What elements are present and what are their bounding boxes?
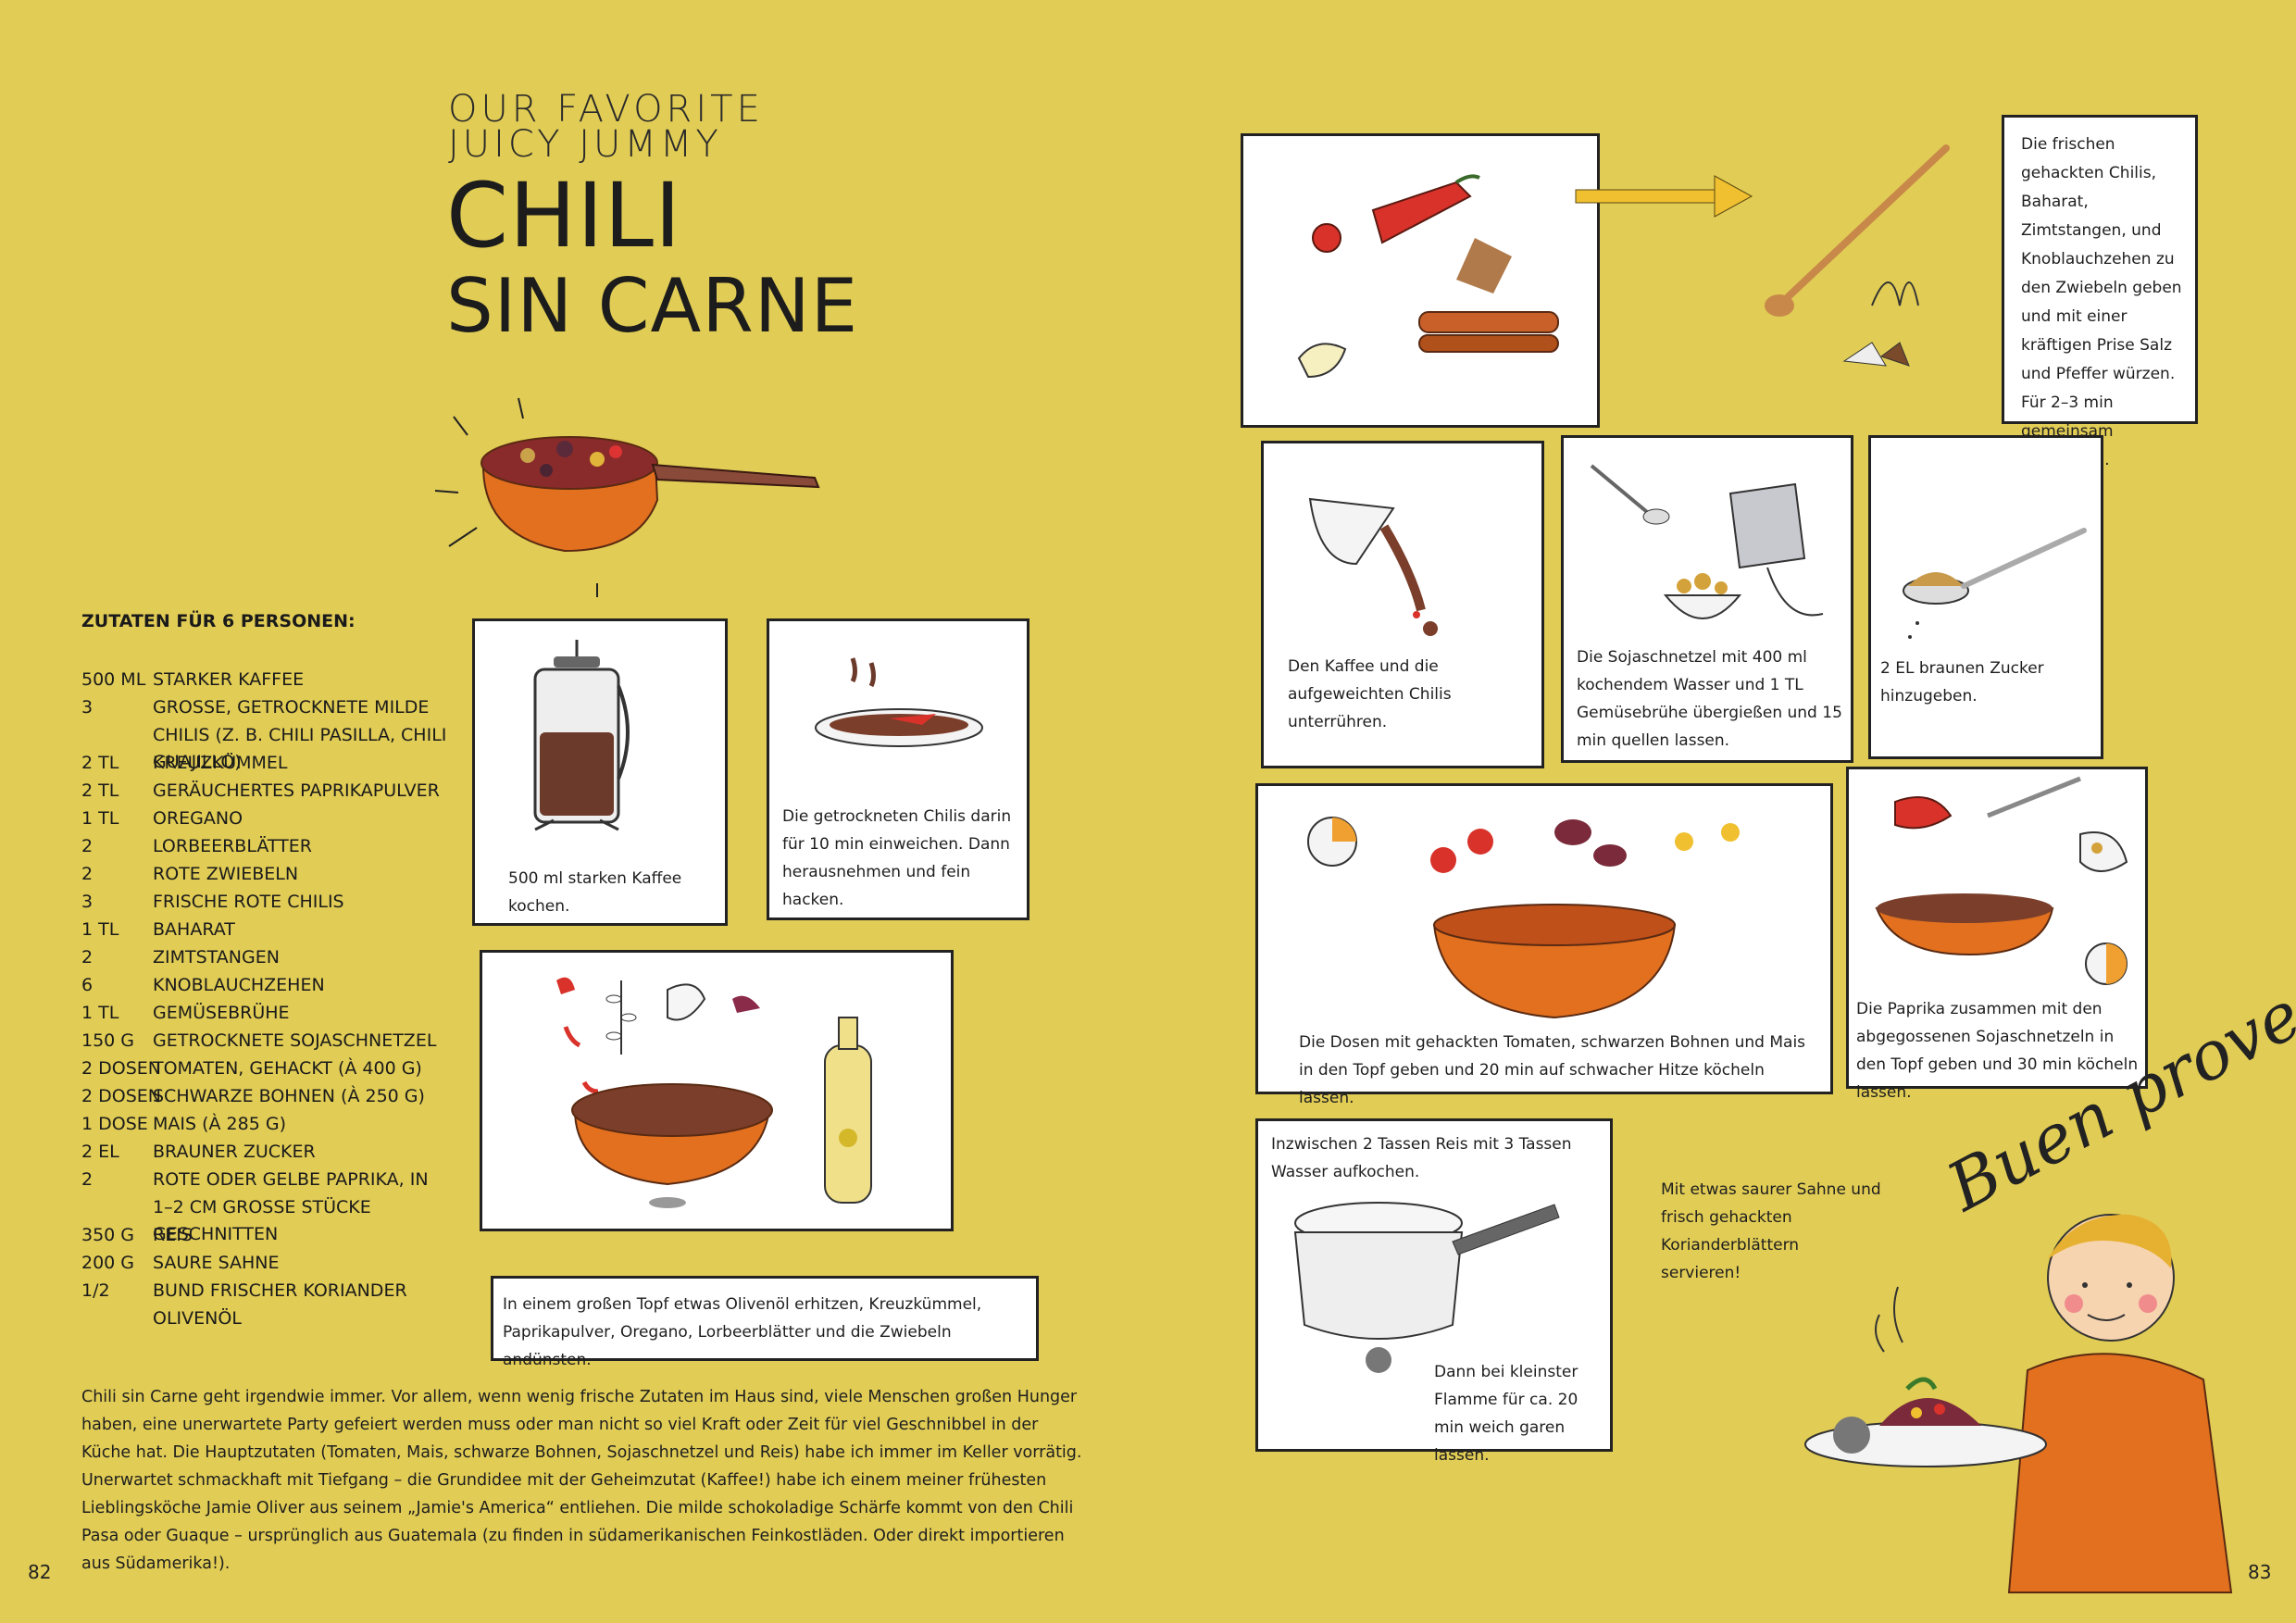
chili-pan-illustration [434,397,820,597]
title-line-3: CHILI [446,164,682,268]
arrow-spoon-illustration [1575,144,1950,367]
step-text-coffee: 500 ml starken Kaffee kochen. [508,869,682,916]
step-panel-cans: Die Dosen mit gehackten Tomaten, schwarz… [1255,783,1833,1107]
boy-serving-illustration [1804,1214,2233,1593]
step-panel-paprika: Die Paprika zusammen mit den abgegossene… [1846,767,2148,1102]
step-text-spices: Die frischen gehackten Chilis, Baharat, … [2021,135,2182,469]
page-number-left: 82 [28,1561,52,1583]
french-press-illustration [533,640,630,831]
step-text-rice-2: Dann bei kleinster Flamme für ca. 20 min… [1434,1363,1578,1465]
step-panel-sugar: 2 EL braunen Zucker hinzugeben. [1868,435,2103,759]
title-line-4: SIN CARNE [446,263,859,349]
step-text-stir: Den Kaffee und die aufgeweichten Chilis … [1288,657,1452,731]
sugar-spoon-illustration [1903,528,2087,639]
step-panel-spices-illustration [1241,133,1600,428]
step-panel-soak: Die getrockneten Chilis darin für 10 min… [767,618,1029,920]
serve-text: Mit etwas saurer Sahne und frisch gehack… [1661,1180,1881,1282]
soaking-bowl-illustration [815,657,983,747]
cans-pot-illustration [1307,817,1740,1019]
paprika-pot-illustration [1875,776,2128,985]
step-panel-stir: Den Kaffee und die aufgeweichten Chilis … [1261,441,1544,768]
kettle-soy-illustration [1590,464,1824,619]
step-panel-spices: Die frischen gehackten Chilis, Baharat, … [2002,115,2198,469]
step-panel-pot [480,950,954,1231]
step-text-soy: Die Sojaschnetzel mit 400 ml kochendem W… [1577,648,1842,750]
step-text-soak: Die getrockneten Chilis darin für 10 min… [782,807,1012,909]
step-text-rice-1: Inzwischen 2 Tassen Reis mit 3 Tassen Wa… [1271,1135,1572,1181]
spices-illustration [1297,174,1559,379]
step-text-cans: Die Dosen mit gehackten Tomaten, schwarz… [1299,1033,1806,1107]
bowl-pour-illustration [1308,497,1438,636]
title-line-1: OUR FAVORITE [448,88,764,131]
title-line-2: JUICY JUMMY [448,123,722,166]
step-text-paprika: Die Paprika zusammen mit den abgegossene… [1856,1000,2139,1102]
step-panel-coffee: 500 ml starken Kaffee kochen. [472,618,728,926]
step-text-oil: In einem großen Topf etwas Olivenöl erhi… [503,1295,982,1369]
ingredients-heading: ZUTATEN FÜR 6 PERSONEN: [81,611,356,631]
intro-paragraph: Chili sin Carne geht irgendwie immer. Vo… [81,1388,1082,1573]
page-number-right: 83 [2248,1561,2272,1583]
pot-oil-illustration [556,977,872,1208]
step-panel-rice: Inzwischen 2 Tassen Reis mit 3 Tassen Wa… [1255,1118,1613,1465]
rice-pot-illustration [1293,1202,1560,1373]
step-panel-oil: In einem großen Topf etwas Olivenöl erhi… [491,1276,1039,1369]
step-panel-soy: Die Sojaschnetzel mit 400 ml kochendem W… [1561,435,1853,763]
step-text-sugar: 2 EL braunen Zucker hinzugeben. [1880,659,2044,705]
